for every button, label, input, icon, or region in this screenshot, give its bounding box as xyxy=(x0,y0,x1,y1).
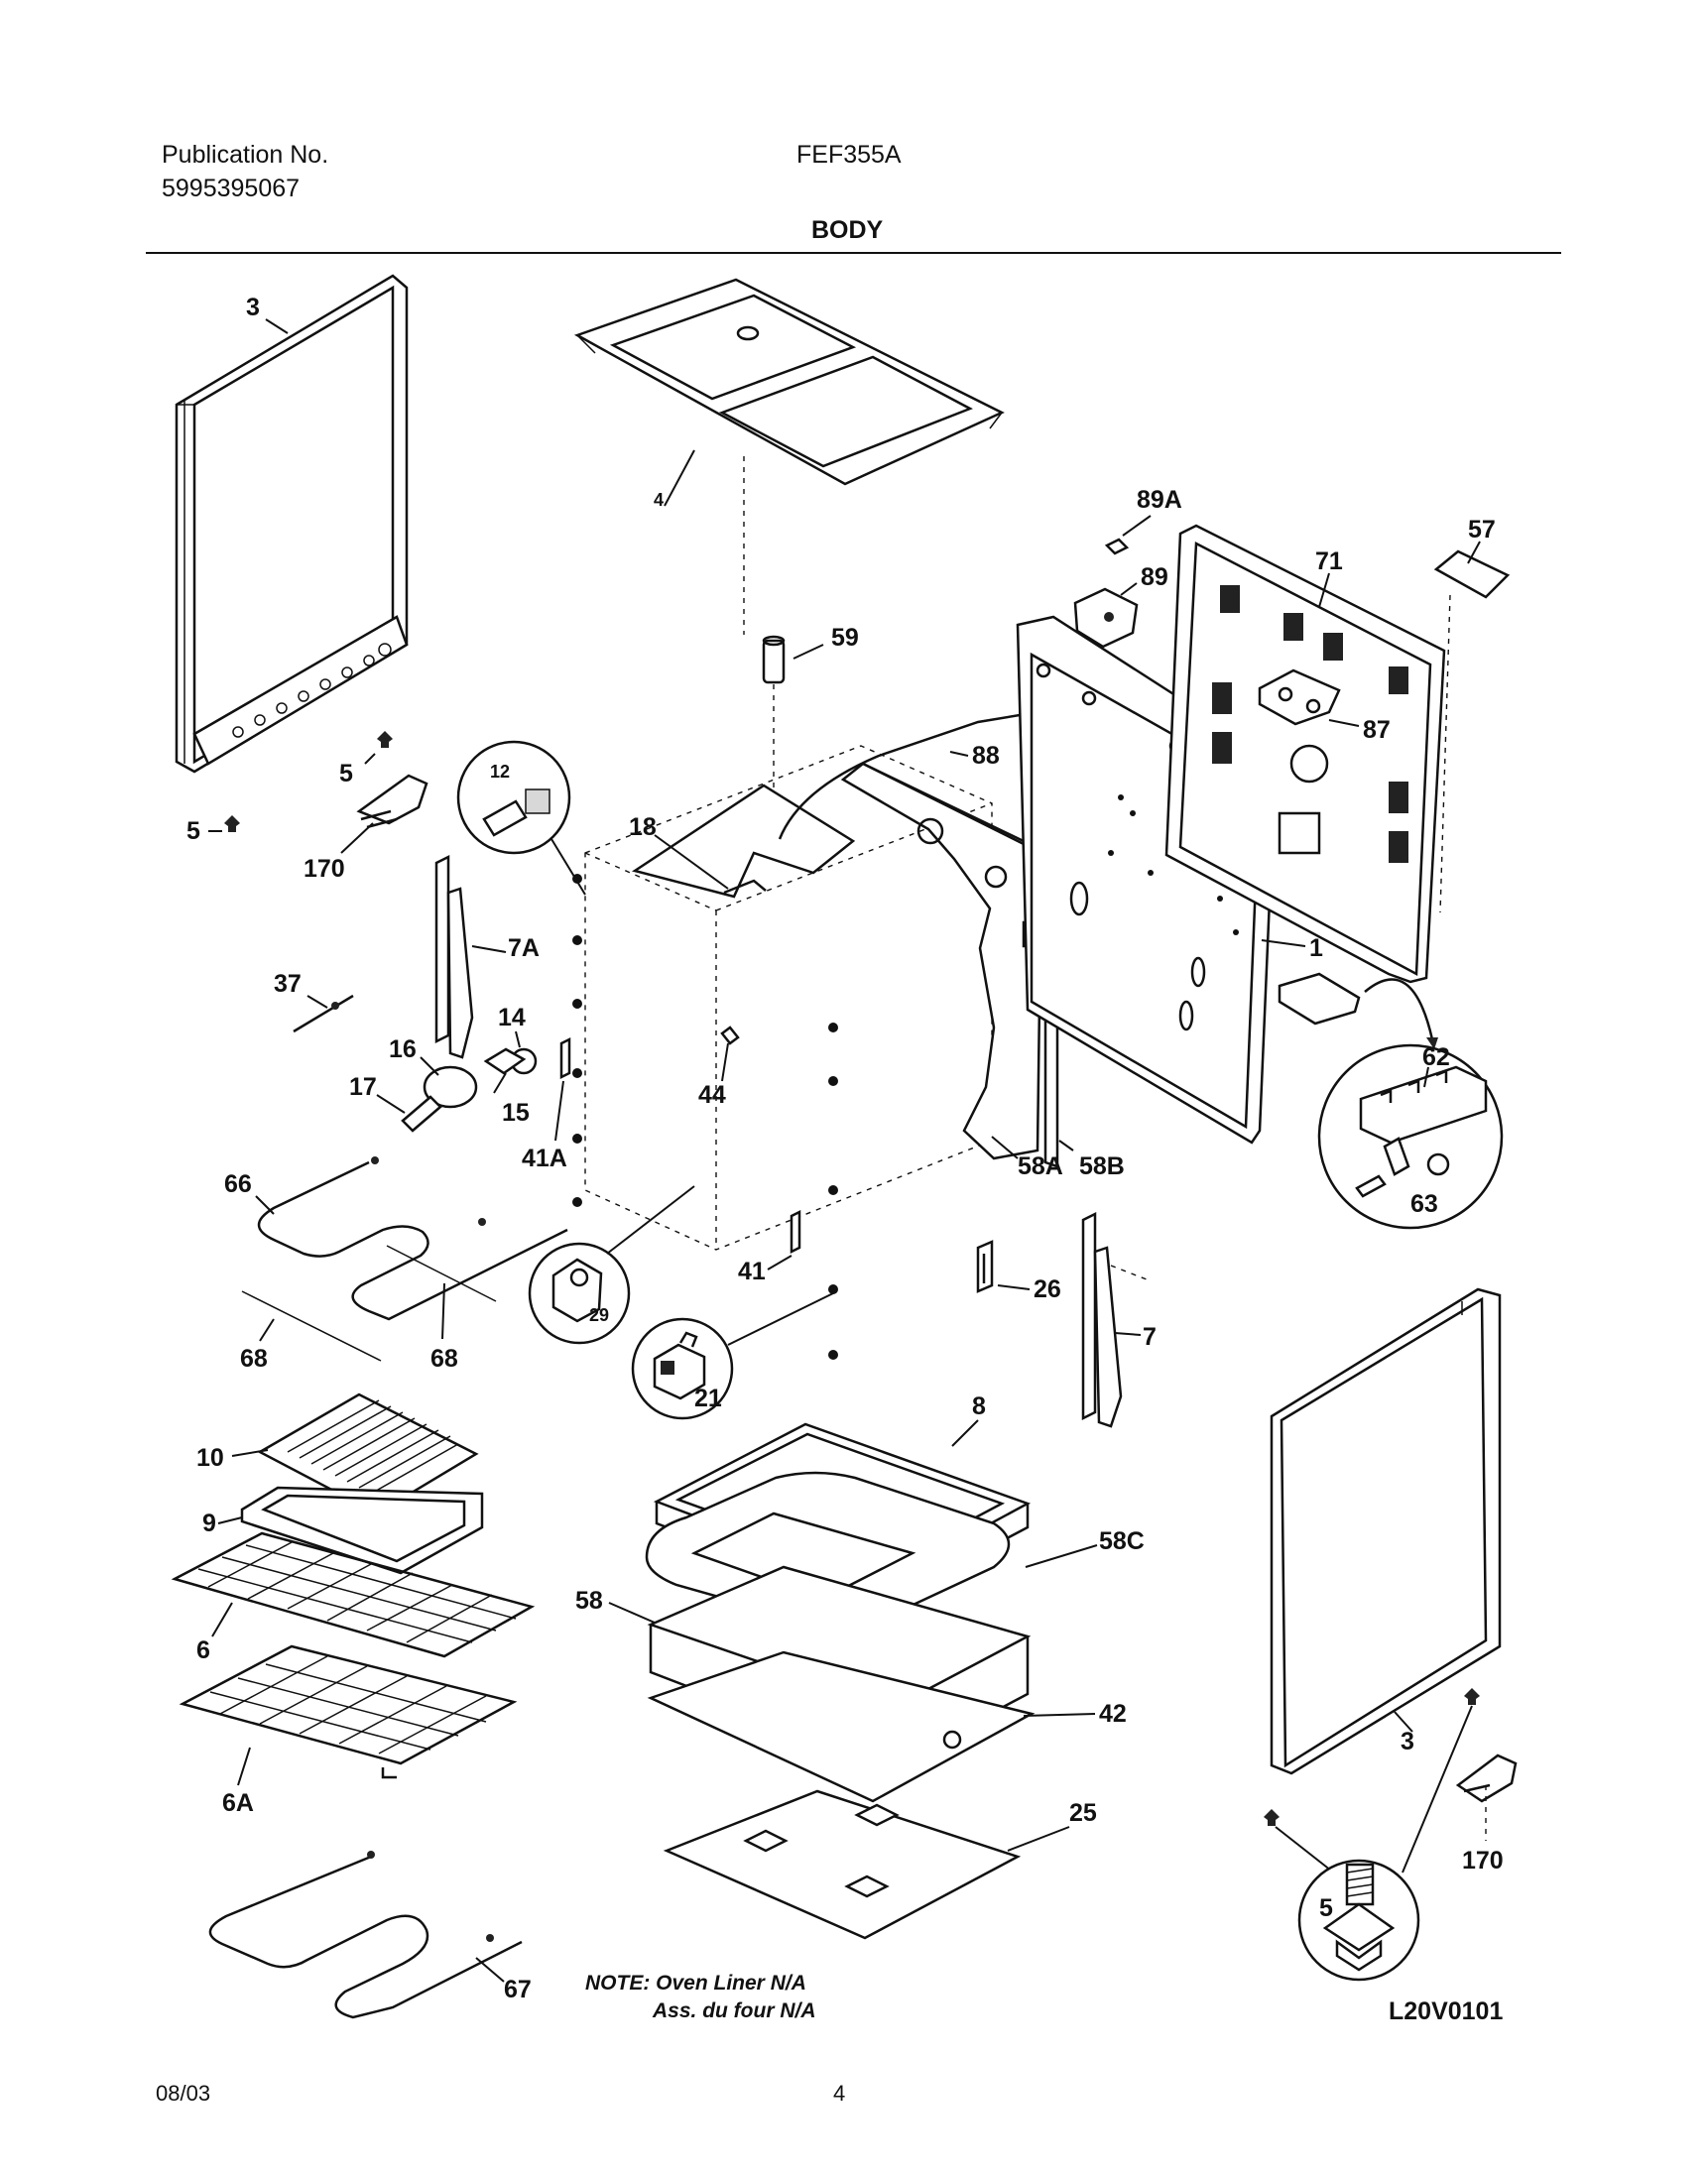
footer-date: 08/03 xyxy=(156,2081,211,2106)
broil-pan-grid-10 xyxy=(257,1392,479,1515)
callout-59: 59 xyxy=(831,624,859,652)
screw-part-5 xyxy=(1264,1809,1280,1826)
callout-57: 57 xyxy=(1468,516,1496,544)
wire-68 xyxy=(241,1245,497,1362)
callout-89a: 89A xyxy=(1137,486,1182,514)
oven-rack-6 xyxy=(171,1531,536,1658)
callout-9: 9 xyxy=(202,1510,216,1537)
top-panel xyxy=(573,278,1005,486)
hinge-receiver-26 xyxy=(976,1240,994,1293)
bottom-panel-42 xyxy=(647,1650,1036,1803)
callout-41: 41 xyxy=(738,1258,766,1285)
callout-18: 18 xyxy=(629,813,657,841)
side-panel-right xyxy=(1270,1287,1502,1775)
hinge-7a xyxy=(434,854,474,1059)
callout-41a: 41A xyxy=(522,1145,567,1172)
callout-6: 6 xyxy=(196,1636,210,1664)
callout-63: 63 xyxy=(1410,1190,1438,1218)
terminal-block-89 xyxy=(1073,538,1139,649)
spacer-59 xyxy=(762,635,786,684)
insulation-18 xyxy=(631,784,856,899)
callout-3: 3 xyxy=(1401,1728,1414,1755)
callout-87: 87 xyxy=(1363,716,1391,744)
note-line-2: Ass. du four N/A xyxy=(652,1999,816,2022)
callout-37: 37 xyxy=(274,970,302,998)
callout-26: 26 xyxy=(1034,1275,1061,1303)
bracket-41a xyxy=(559,1036,571,1080)
callout-67: 67 xyxy=(504,1976,532,2003)
inset-5-leveling-leg xyxy=(1297,1859,1420,1982)
wire-37 xyxy=(293,994,354,1033)
clip-44 xyxy=(720,1026,740,1045)
anti-tip-bracket-170 xyxy=(356,774,428,829)
footer-page-number: 4 xyxy=(833,2081,846,2106)
callout-44: 44 xyxy=(698,1081,726,1109)
callout-12: 12 xyxy=(490,762,510,782)
callout-10: 10 xyxy=(196,1444,224,1472)
callout-170: 170 xyxy=(1462,1847,1504,1875)
callout-1: 1 xyxy=(1309,934,1323,962)
callout-5: 5 xyxy=(186,817,200,845)
callout-21: 21 xyxy=(694,1385,722,1412)
callout-4: 4 xyxy=(654,490,664,510)
callout-16: 16 xyxy=(389,1035,417,1063)
model-number: FEF355A xyxy=(796,141,902,169)
callout-29: 29 xyxy=(589,1305,609,1325)
callout-89: 89 xyxy=(1141,563,1168,591)
callout-7a: 7A xyxy=(508,934,540,962)
callout-5: 5 xyxy=(1319,1894,1333,1922)
broil-pan-9 xyxy=(240,1486,484,1575)
callout-5: 5 xyxy=(339,760,353,787)
callout-88: 88 xyxy=(972,742,1000,770)
callout-62: 62 xyxy=(1422,1043,1450,1071)
callout-7: 7 xyxy=(1143,1323,1157,1351)
wire-88 xyxy=(778,710,1038,840)
inset-12-lamp-socket xyxy=(456,740,571,855)
callout-58: 58 xyxy=(575,1587,603,1615)
callout-8: 8 xyxy=(972,1392,986,1420)
publication-number: 5995395067 xyxy=(162,175,301,202)
label-plate-57 xyxy=(1433,549,1511,599)
oven-rack-6a xyxy=(179,1644,518,1779)
diagram-code: L20V0101 xyxy=(1389,1997,1503,2025)
callout-68: 68 xyxy=(430,1345,458,1373)
callout-3: 3 xyxy=(246,294,260,321)
bake-element-67 xyxy=(208,1851,523,2019)
callout-25: 25 xyxy=(1069,1799,1097,1827)
callout-170: 170 xyxy=(304,855,345,883)
vent-slots xyxy=(1212,585,1408,863)
oven-light-assembly xyxy=(401,1047,538,1133)
inset-62-63 xyxy=(1317,1043,1504,1230)
callout-66: 66 xyxy=(224,1170,252,1198)
side-panel-left xyxy=(175,274,409,774)
anti-tip-bracket-170 xyxy=(1455,1754,1518,1803)
bracket-41 xyxy=(790,1209,801,1255)
terminal-bracket-62-small xyxy=(1278,972,1438,1049)
screw-part-5 xyxy=(1464,1688,1480,1705)
callout-58b: 58B xyxy=(1079,1152,1125,1180)
callout-58a: 58A xyxy=(1018,1152,1063,1180)
broil-element-66 xyxy=(257,1156,568,1321)
callout-71: 71 xyxy=(1315,547,1343,575)
back-cover-71 xyxy=(1164,524,1446,984)
bottom-cover-25 xyxy=(663,1789,1022,1940)
note-line-1: NOTE: Oven Liner N/A xyxy=(585,1972,806,1995)
screw-part-5 xyxy=(224,731,393,832)
callout-42: 42 xyxy=(1099,1700,1127,1728)
publication-label: Publication No. xyxy=(162,141,329,169)
callout-14: 14 xyxy=(498,1004,526,1031)
section-title: BODY xyxy=(811,216,884,244)
bracket-87 xyxy=(1258,668,1341,726)
inset-21-bumper xyxy=(631,1317,734,1420)
callout-15: 15 xyxy=(502,1099,530,1127)
callout-68: 68 xyxy=(240,1345,268,1373)
hinge-7 xyxy=(1081,1211,1123,1428)
inset-29-clip xyxy=(528,1242,631,1345)
callout-6a: 6A xyxy=(222,1789,254,1817)
header-rule xyxy=(146,252,1561,254)
callout-58c: 58C xyxy=(1099,1527,1145,1555)
callout-17: 17 xyxy=(349,1073,377,1101)
